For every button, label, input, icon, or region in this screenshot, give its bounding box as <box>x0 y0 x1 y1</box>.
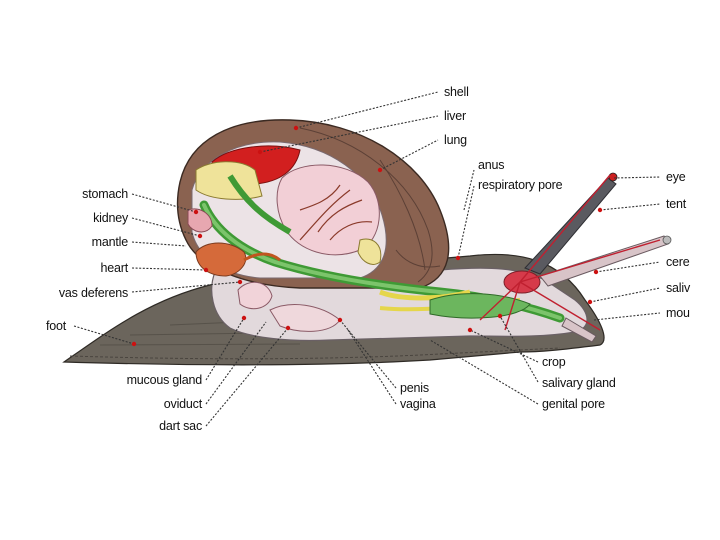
label-oviduct: oviduct <box>164 397 203 411</box>
label-salivary-gland: salivary gland <box>542 376 616 390</box>
lower-tentacle <box>539 235 672 287</box>
label-tentacle: tent <box>666 197 687 211</box>
eye-spot <box>608 172 618 182</box>
label-stomach: stomach <box>82 187 128 201</box>
mucous-gland-organ <box>237 281 341 332</box>
label-penis: penis <box>400 381 429 395</box>
label-mucous-gland: mucous gland <box>127 373 203 387</box>
label-vas-deferens: vas deferens <box>59 286 128 300</box>
label-shell: shell <box>444 85 469 99</box>
label-liver: liver <box>444 109 466 123</box>
label-anus: anus <box>478 158 504 172</box>
kidney-organ <box>187 208 213 233</box>
label-mouth: mou <box>666 306 690 320</box>
labels: shell liver lung anus respiratory pore e… <box>46 85 691 433</box>
label-kidney: kidney <box>93 211 129 225</box>
label-crop: crop <box>542 355 566 369</box>
leader-lines <box>73 91 661 427</box>
heart-organ <box>195 242 281 277</box>
label-foot: foot <box>46 319 67 333</box>
albumen-gland <box>195 161 382 265</box>
lower-small-tentacle <box>561 317 597 343</box>
nerve-network <box>479 174 661 331</box>
label-heart: heart <box>101 261 129 275</box>
label-dart-sac: dart sac <box>159 419 202 433</box>
label-lung: lung <box>444 133 467 147</box>
label-vagina: vagina <box>400 397 436 411</box>
label-eye: eye <box>666 170 686 184</box>
label-respiratory-pore: respiratory pore <box>478 178 563 192</box>
label-mantle: mantle <box>92 235 129 249</box>
label-genital-pore: genital pore <box>542 397 605 411</box>
label-cerebral-ganglion: cere <box>666 255 690 269</box>
label-salivary-duct: saliv <box>666 281 691 295</box>
salivary-gland-organ <box>429 293 531 319</box>
